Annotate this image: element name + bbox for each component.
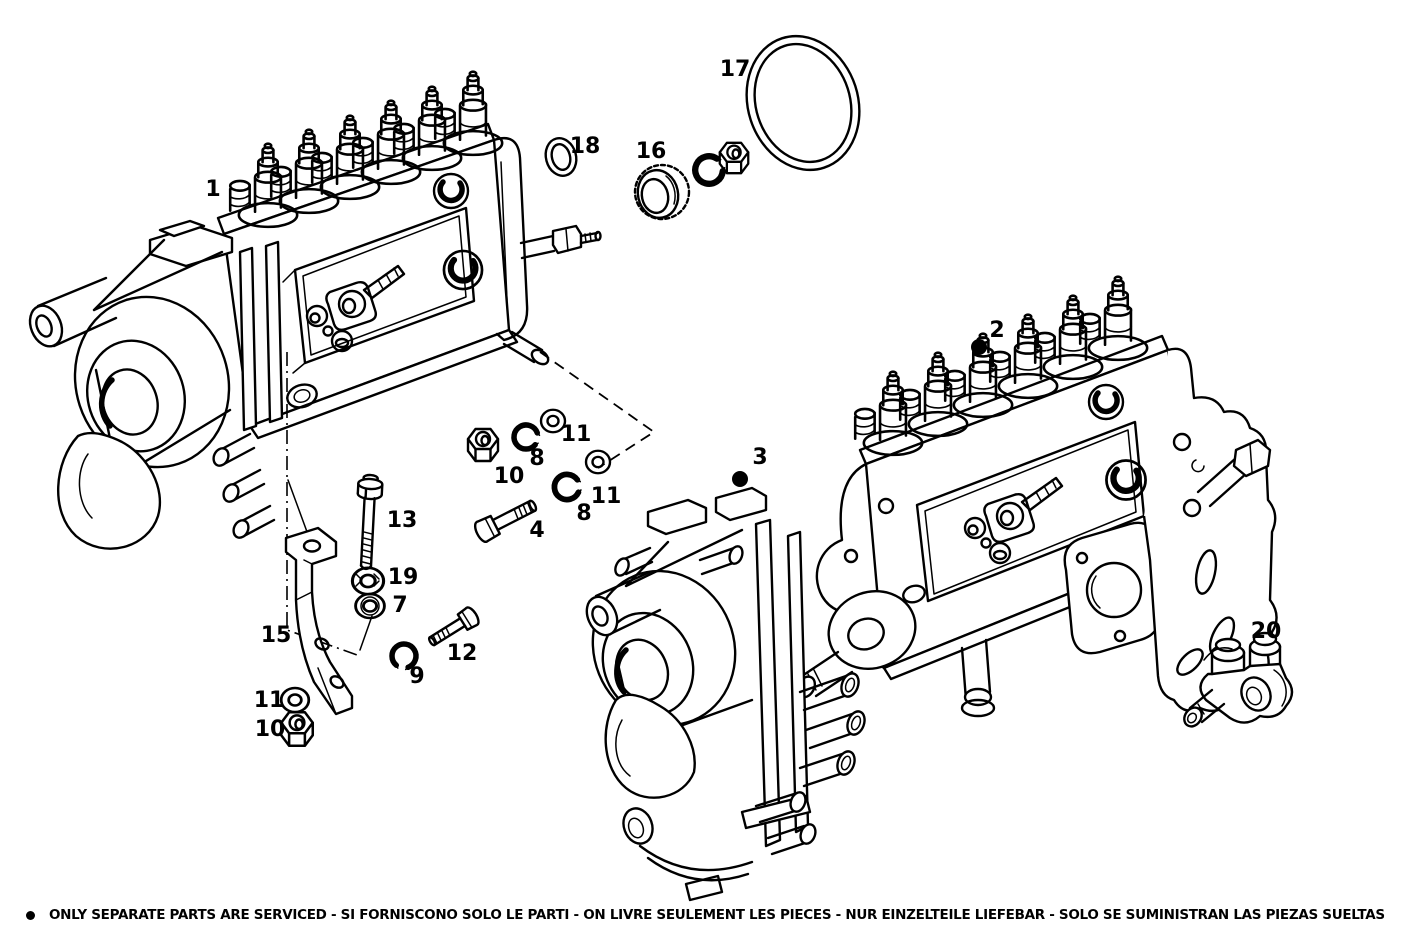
footer-note: ONLY SEPARATE PARTS ARE SERVICED - SI FO… [12,907,1422,923]
bolt-4 [473,499,538,543]
nut-near-16 [718,141,750,175]
callout-15: 15 [260,623,292,648]
callout-18: 18 [569,134,601,159]
callout-7: 7 [392,593,408,618]
snap-ring-8b [553,473,581,500]
callout-2: 2 [989,318,1005,343]
bolt-13 [356,473,384,571]
footer-note-text: ONLY SEPARATE PARTS ARE SERVICED - SI FO… [49,907,1385,923]
callout-19: 19 [387,565,419,590]
dashed-leader-line [539,351,656,469]
serviced-part-bullet-3 [732,471,748,487]
knurled-nut-16 [633,163,691,221]
callout-12: 12 [446,641,478,666]
pump-1-assembly [28,70,602,550]
callout-10: 10 [254,717,286,742]
callout-13: 13 [386,508,418,533]
nut-10b [279,710,315,748]
washer-11c [279,686,311,714]
callout-3: 3 [752,445,768,470]
callout-8: 8 [529,446,545,471]
lock-washer-19-teeth [355,573,380,587]
oring-18 [544,137,578,177]
oring-17 [745,34,861,172]
fitting-20 [1183,631,1294,728]
callout-11: 11 [590,484,622,509]
callout-17: 17 [719,57,751,82]
washer-7-leader [359,615,373,651]
washer-7-inner-ring [360,596,380,616]
callout-1: 1 [205,177,221,202]
callout-9: 9 [409,664,425,689]
footer-bullet-icon [26,910,35,920]
callout-16: 16 [635,139,667,164]
pump-2-body [795,275,1278,718]
callout-20: 20 [1250,619,1282,644]
callout-10: 10 [493,464,525,489]
serviced-part-bullet-2 [971,339,987,355]
callout-11: 11 [253,688,285,713]
nut-10a [466,427,500,463]
bracket-15 [284,526,354,716]
screw-12 [427,606,480,647]
callout-4: 4 [529,518,545,543]
callout-8: 8 [576,501,592,526]
washer-11b [584,449,612,475]
callout-11: 11 [560,422,592,447]
governor-housing-3 [585,486,866,902]
bracket-15-leader [287,479,311,541]
